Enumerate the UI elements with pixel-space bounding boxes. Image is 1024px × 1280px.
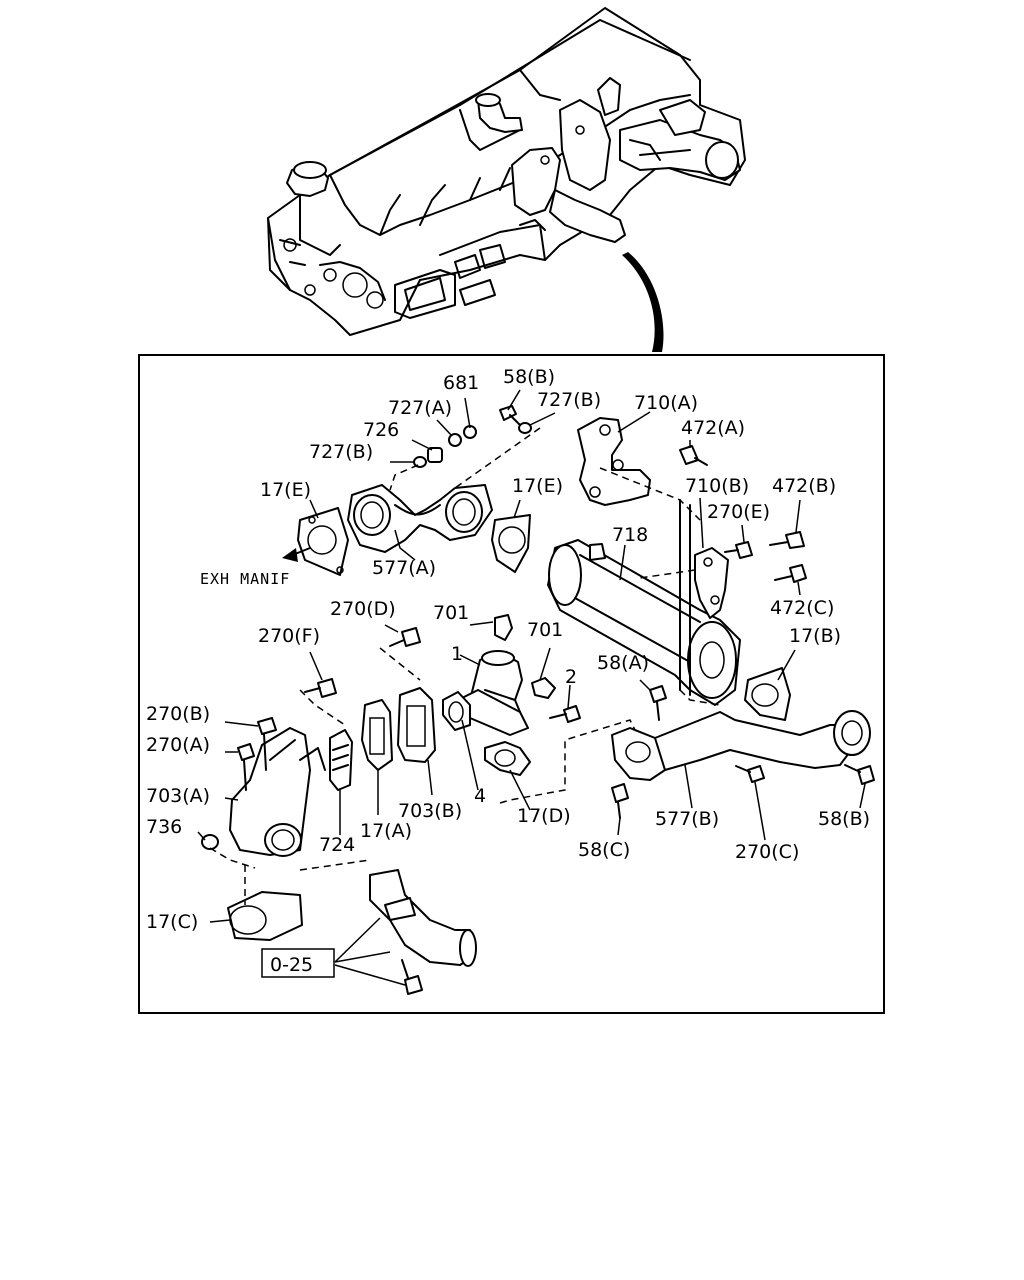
label-736: 736 — [146, 816, 182, 838]
label-577b: 577(B) — [655, 808, 719, 830]
bolt-0-25 — [401, 959, 423, 995]
washer-727a — [448, 433, 462, 447]
label-17b: 17(B) — [789, 625, 841, 647]
bolt-270c — [735, 765, 765, 783]
gasket-17d — [484, 741, 531, 776]
egr-valve-group — [379, 614, 641, 804]
pipe-577b — [654, 711, 856, 771]
label-727b-left: 727(B) — [309, 441, 373, 463]
label-726: 726 — [363, 419, 399, 441]
bracket-710a — [577, 417, 651, 506]
leader-lines — [197, 389, 866, 986]
gasket-17e-left — [297, 507, 349, 576]
label-718: 718 — [612, 524, 648, 546]
bolt-58b-right — [844, 764, 875, 785]
label-1: 1 — [451, 643, 463, 665]
label-17d: 17(D) — [517, 805, 571, 827]
bolt-270f — [304, 678, 337, 698]
fitting-701-right — [531, 677, 556, 699]
label-472a: 472(A) — [681, 417, 745, 439]
bracket-710b — [694, 547, 729, 619]
bolt-472c — [774, 564, 807, 583]
detail-frame — [138, 354, 885, 1014]
bolt-58c — [611, 783, 629, 819]
label-270e: 270(E) — [707, 501, 770, 523]
label-270d: 270(D) — [330, 598, 396, 620]
label-727a: 727(A) — [388, 397, 452, 419]
label-ref-0-25: 0-25 — [270, 954, 313, 976]
label-exh-manif: EXH MANIF — [200, 570, 290, 588]
label-577a: 577(A) — [372, 557, 436, 579]
label-4: 4 — [474, 785, 486, 807]
egr-pipe-577b-group — [611, 667, 875, 819]
label-710b: 710(B) — [685, 475, 749, 497]
label-703b: 703(B) — [398, 800, 462, 822]
label-703a: 703(A) — [146, 785, 210, 807]
label-270f: 270(F) — [258, 625, 320, 647]
bolt-270e — [724, 541, 753, 559]
label-17c: 17(C) — [146, 911, 198, 933]
label-270a: 270(A) — [146, 734, 210, 756]
gasket-17a — [361, 699, 393, 771]
bolt-472a — [679, 445, 708, 466]
flange-58a — [611, 727, 666, 781]
label-727b-top: 727(B) — [537, 389, 601, 411]
label-58b-right: 58(B) — [818, 808, 870, 830]
bolt-270d — [389, 627, 421, 647]
bolt-58b-top — [499, 405, 521, 426]
label-710a: 710(A) — [634, 392, 698, 414]
reference-box-0-25[interactable]: 0-25 — [261, 948, 335, 978]
exhaust-adapter-group — [282, 405, 541, 576]
gasket-4 — [442, 691, 471, 731]
label-58b-top: 58(B) — [503, 366, 555, 388]
label-17a: 17(A) — [360, 820, 412, 842]
bolt-2 — [549, 705, 581, 723]
label-270c: 270(C) — [735, 841, 799, 863]
gasket-17b — [744, 667, 791, 721]
label-724: 724 — [319, 834, 355, 856]
bolt-58a — [649, 685, 667, 721]
label-58c: 58(C) — [578, 839, 630, 861]
plate-703b — [397, 687, 436, 763]
label-472b: 472(B) — [772, 475, 836, 497]
label-472c: 472(C) — [770, 597, 834, 619]
intake-adapter-group — [201, 678, 477, 995]
label-681: 681 — [443, 372, 479, 394]
label-701-right: 701 — [527, 619, 563, 641]
fitting-701-top — [494, 614, 513, 641]
washer-727b-top — [518, 422, 532, 434]
label-17e-mid: 17(E) — [512, 475, 563, 497]
spacer-726 — [427, 447, 443, 463]
bolt-270b — [257, 717, 277, 771]
bolt-472b — [769, 531, 805, 549]
engine-overview-illustration — [267, 7, 746, 352]
nut-736 — [201, 834, 219, 850]
egr-cooler-group — [547, 417, 807, 706]
label-2: 2 — [565, 666, 577, 688]
label-701-top: 701 — [433, 602, 469, 624]
bolt-270a — [237, 743, 255, 791]
part-labels: 681 58(B) 727(A) 727(B) 710(A) 726 472(A… — [146, 366, 870, 933]
label-58a: 58(A) — [597, 652, 649, 674]
label-17e-left: 17(E) — [260, 479, 311, 501]
label-270b: 270(B) — [146, 703, 210, 725]
